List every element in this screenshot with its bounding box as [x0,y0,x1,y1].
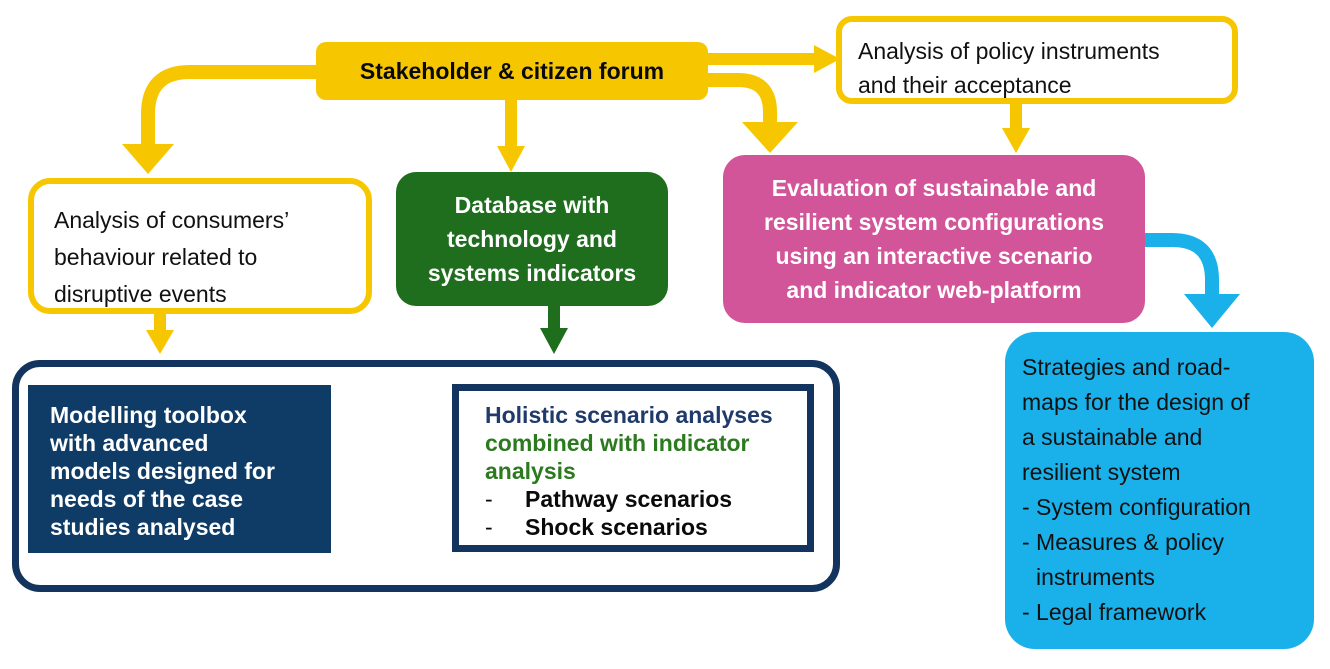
arrow-consumers-to-toolbox [146,314,174,354]
modelling-line-1: Modelling toolbox [50,402,247,428]
evaluation-line-1: Evaluation of sustainable and [771,175,1097,201]
holistic-title: Holistic scenario analyses [485,402,773,428]
modelling-toolbox-box: Modelling toolbox with advanced models d… [28,385,331,553]
strategies-line-3: a sustainable and [1022,424,1203,450]
strategies-line-1: Strategies and road- [1022,354,1231,380]
modelling-line-3: models designed for [50,458,275,484]
evaluation-web-platform-box: Evaluation of sustainable and resilient … [723,155,1145,323]
consumers-line-1: Analysis of consumers’ [54,207,290,233]
holistic-subtitle-line-1: combined with indicator [485,430,750,456]
policy-line-1: Analysis of policy instruments [858,38,1160,64]
strategies-item-instruments: instruments [1036,564,1155,590]
arrow-forum-to-evaluation [706,73,798,153]
consumer-behaviour-box: Analysis of consumers’ behaviour related… [28,178,372,314]
bullet-label-pathway: Pathway scenarios [525,486,733,512]
evaluation-line-2: resilient system configurations [764,209,1104,235]
arrow-policy-to-evaluation [1002,104,1030,153]
consumers-line-3: disruptive events [54,281,227,307]
modelling-line-2: with advanced [50,430,209,456]
strategies-line-4: resilient system [1022,459,1181,485]
modelling-line-4: needs of the case [50,486,244,512]
bullet-marker: - [485,486,493,512]
strategies-item-measures-policy: - Measures & policy [1022,529,1224,555]
bullet-label-shock: Shock scenarios [525,514,708,540]
arrow-forum-to-policy [706,45,840,73]
database-line-3: systems indicators [427,260,637,286]
strategies-line-2: maps for the design of [1022,389,1250,415]
arrow-evaluation-to-strategies [1143,233,1240,328]
strategies-item-system-configuration: - System configuration [1022,494,1251,520]
stakeholder-forum-label: Stakeholder & citizen forum [359,57,665,84]
holistic-bullet-shock: - Shock scenarios [485,513,807,541]
stakeholder-forum-box: Stakeholder & citizen forum [316,42,708,100]
holistic-subtitle-line-2: analysis [485,458,576,484]
database-indicators-box: Database with technology and systems ind… [396,172,668,306]
database-line-1: Database with [454,192,610,218]
evaluation-line-4: and indicator web-platform [786,277,1082,303]
holistic-scenario-box: Holistic scenario analyses combined with… [452,384,814,552]
strategies-roadmaps-box: Strategies and road- maps for the design… [1005,332,1314,649]
arrow-forum-to-consumers [122,65,318,174]
arrow-database-to-holistic [540,306,568,354]
database-line-2: technology and [447,226,617,252]
consumers-line-2: behaviour related to [54,244,258,270]
holistic-bullet-pathway: - Pathway scenarios [485,485,807,513]
arrow-forum-to-database [497,100,525,172]
strategies-item-legal-framework: - Legal framework [1022,599,1207,625]
bullet-marker: - [485,514,493,540]
policy-line-2: and their acceptance [858,72,1072,98]
modelling-line-5: studies analysed [50,514,236,540]
policy-instruments-box: Analysis of policy instruments and their… [836,16,1238,104]
evaluation-line-3: using an interactive scenario [775,243,1093,269]
